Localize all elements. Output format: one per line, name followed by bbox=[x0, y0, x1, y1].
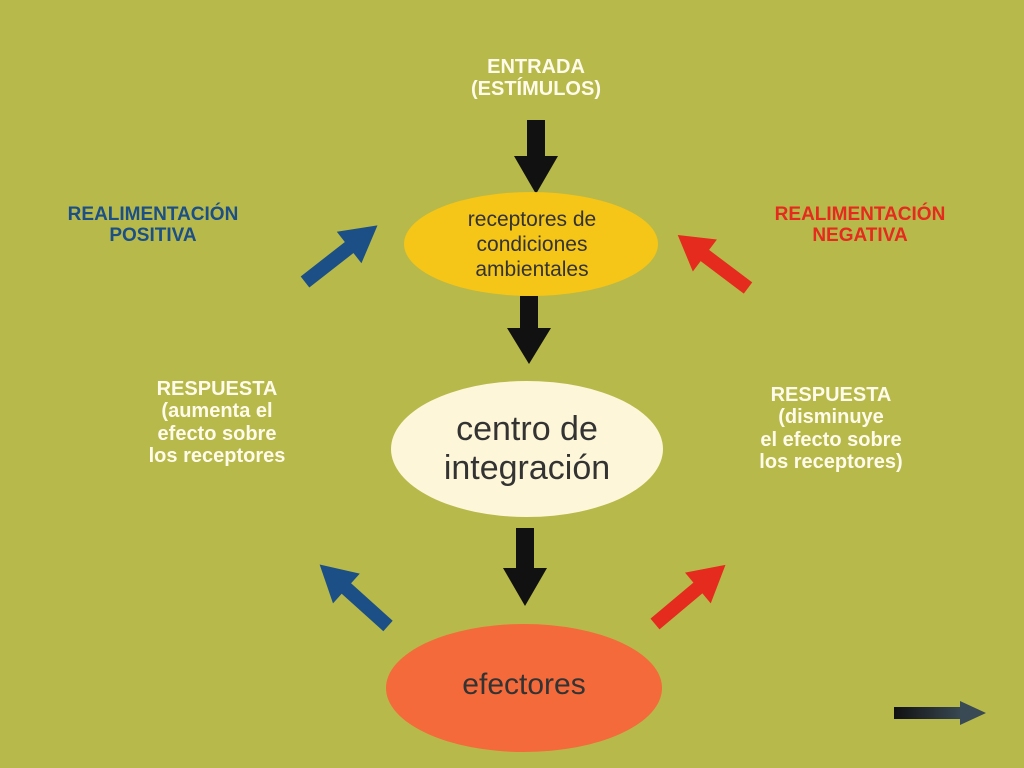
negative-feedback-line1: REALIMENTACIÓN bbox=[774, 204, 946, 225]
right-response-label: RESPUESTA (disminuye el efecto sobre los… bbox=[712, 384, 950, 474]
positive-feedback-line1: REALIMENTACIÓN bbox=[67, 204, 239, 225]
arrow-up-left-icon bbox=[319, 564, 393, 632]
right-response-line1: RESPUESTA bbox=[770, 384, 892, 406]
left-response-line2: (aumenta el bbox=[161, 400, 273, 423]
left-response-label: RESPUESTA (aumenta el efecto sobre los r… bbox=[104, 378, 330, 468]
arrow-down-icon bbox=[503, 528, 547, 606]
negative-feedback-line2: NEGATIVA bbox=[812, 225, 908, 247]
receptores-line3: ambientales bbox=[475, 257, 589, 281]
right-response-line2: (disminuye bbox=[778, 406, 884, 429]
next-slide-button[interactable] bbox=[892, 700, 988, 726]
left-response-line3: efecto sobre bbox=[157, 422, 277, 445]
arrow-up-right-icon bbox=[300, 225, 378, 288]
right-response-line3: el efecto sobre bbox=[760, 428, 902, 451]
right-response-line4: los receptores) bbox=[759, 451, 903, 474]
left-response-line1: RESPUESTA bbox=[156, 378, 278, 400]
receptores-node bbox=[404, 192, 658, 296]
arrow-right-icon bbox=[894, 701, 986, 725]
negative-feedback-label: REALIMENTACIÓN NEGATIVA bbox=[728, 204, 992, 247]
arrow-up-left-icon bbox=[677, 235, 753, 294]
receptores-line1: receptores de bbox=[467, 208, 597, 231]
efectores-node bbox=[386, 624, 662, 752]
receptores-label: receptores de condiciones ambientales bbox=[414, 208, 650, 282]
centro-node bbox=[391, 381, 663, 517]
efectores-text: efectores bbox=[462, 668, 586, 701]
centro-line2: integración bbox=[443, 449, 611, 488]
arrow-up-right-icon bbox=[650, 564, 726, 630]
centro-label: centro de integración bbox=[392, 410, 662, 489]
arrow-down-icon bbox=[514, 120, 558, 194]
positive-feedback-label: REALIMENTACIÓN POSITIVA bbox=[22, 204, 284, 247]
left-response-line4: los receptores bbox=[148, 445, 286, 468]
receptores-line2: condiciones bbox=[476, 232, 588, 256]
positive-feedback-line2: POSITIVA bbox=[109, 225, 197, 247]
entrada-line2: (ESTÍMULOS) bbox=[471, 78, 601, 101]
entrada-label: ENTRADA (ESTÍMULOS) bbox=[436, 56, 636, 101]
centro-line1: centro de bbox=[456, 410, 598, 448]
arrow-down-icon bbox=[507, 296, 551, 364]
entrada-line1: ENTRADA bbox=[487, 56, 585, 78]
efectores-label: efectores bbox=[394, 668, 654, 702]
